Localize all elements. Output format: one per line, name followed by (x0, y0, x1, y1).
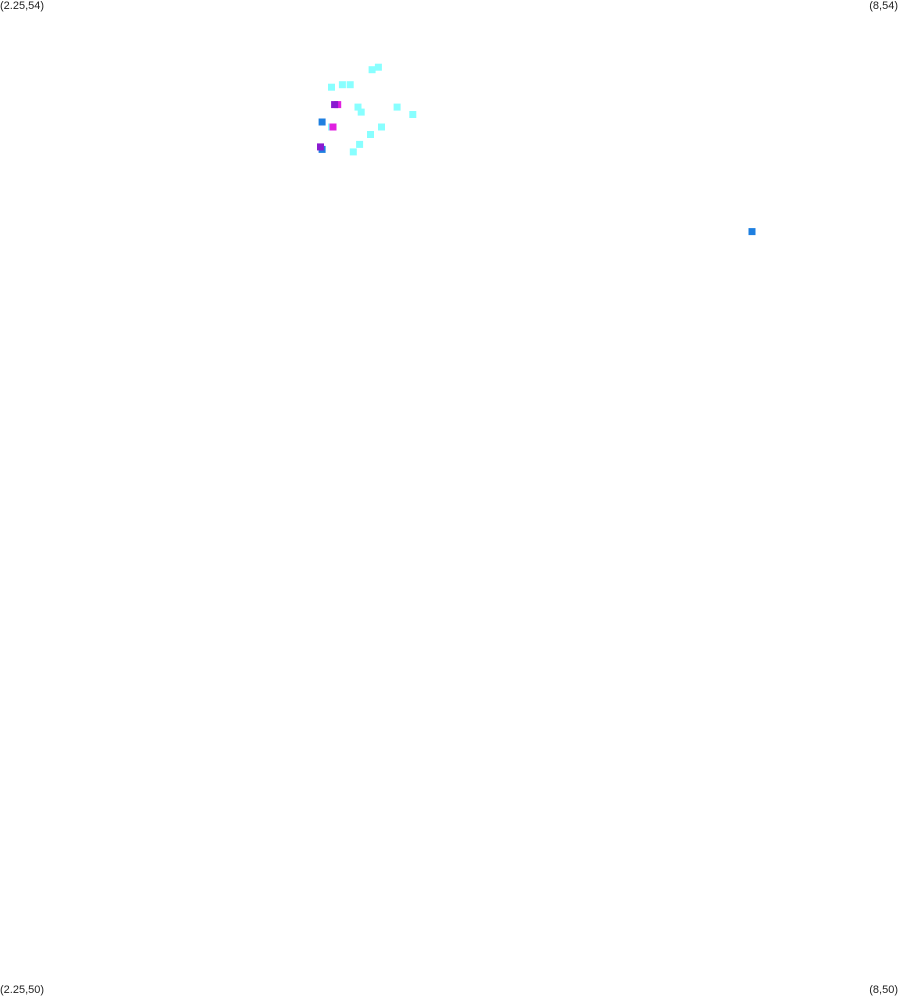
scatter-point-2 (346, 81, 354, 89)
scatter-point-0 (374, 63, 382, 71)
scatter-point-10 (409, 111, 417, 118)
scatter-point-11 (318, 118, 326, 126)
scatter-point-13 (329, 123, 337, 131)
scatter-point-8 (331, 101, 339, 109)
scatter-point-1 (368, 66, 376, 74)
scatter-point-5 (354, 103, 362, 111)
scatter-point-14 (378, 123, 385, 131)
scatter-point-6 (357, 108, 365, 116)
scatter-point-18 (317, 143, 324, 151)
scatter-point-3 (338, 81, 346, 89)
scatter-point-4 (328, 83, 335, 91)
scatter-point-9 (393, 103, 401, 111)
top-left-corner-label: (2.25,54) (0, 0, 45, 12)
bottom-left-corner-label: (2.25,50) (0, 984, 45, 996)
scatter-point-15 (367, 131, 374, 138)
top-right-corner-label: (8,54) (869, 0, 898, 12)
bottom-right-corner-label: (8,50) (869, 984, 898, 996)
scatter-point-20 (748, 228, 756, 236)
scatter-point-19 (349, 148, 357, 156)
scatter-point-16 (356, 140, 364, 148)
